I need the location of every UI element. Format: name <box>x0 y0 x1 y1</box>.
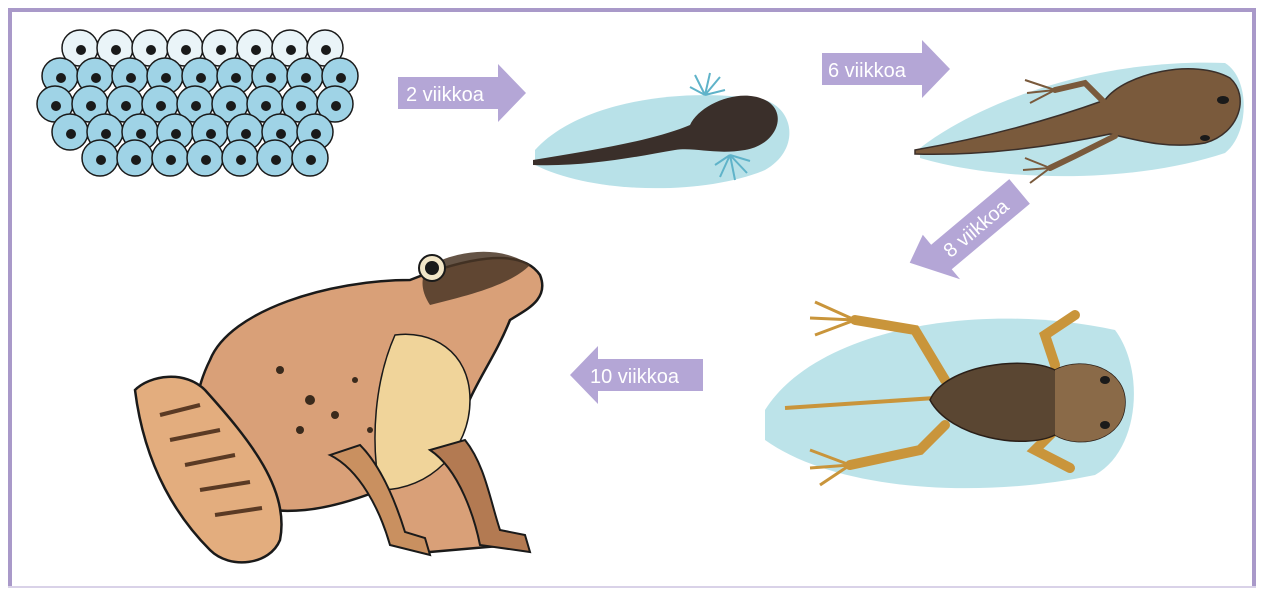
frame-bottom-edge <box>8 586 1256 588</box>
arrow-label: 2 viikkoa <box>406 84 485 106</box>
egg-embryo <box>111 45 121 55</box>
arrow-2-weeks: 2 viikkoa <box>398 64 528 122</box>
egg-embryo <box>201 155 211 165</box>
egg-embryo <box>266 73 276 83</box>
egg-embryo <box>96 155 106 165</box>
egg-embryo <box>231 73 241 83</box>
egg-embryo <box>56 73 66 83</box>
egg-embryo <box>171 129 181 139</box>
egg-embryo <box>196 73 206 83</box>
egg-embryo <box>136 129 146 139</box>
egg-embryo <box>251 45 261 55</box>
egg-embryo <box>161 73 171 83</box>
egg-embryo <box>66 129 76 139</box>
egg-embryo <box>241 129 251 139</box>
egg-embryo <box>276 129 286 139</box>
egg-embryo <box>76 45 86 55</box>
froglet-illustration <box>755 290 1145 500</box>
egg-embryo <box>226 101 236 111</box>
egg-embryo <box>121 101 131 111</box>
arrow-label: 6 viikkoa <box>828 60 907 82</box>
egg-embryo <box>91 73 101 83</box>
adult-frog-illustration <box>130 240 560 575</box>
egg-embryo <box>206 129 216 139</box>
egg-embryo <box>236 155 246 165</box>
egg-embryo <box>261 101 271 111</box>
egg-embryo <box>156 101 166 111</box>
egg-embryo <box>166 155 176 165</box>
egg-embryo <box>336 73 346 83</box>
arrow-10-weeks: 10 viikkoa <box>570 346 705 404</box>
egg-embryo <box>146 45 156 55</box>
egg-embryo <box>301 73 311 83</box>
egg-embryo <box>321 45 331 55</box>
egg-embryo <box>86 101 96 111</box>
egg-embryo <box>126 73 136 83</box>
egg-embryo <box>311 129 321 139</box>
egg-embryo <box>181 45 191 55</box>
egg-embryo <box>216 45 226 55</box>
egg-embryo <box>271 155 281 165</box>
egg-embryo <box>131 155 141 165</box>
egg-embryo <box>51 101 61 111</box>
egg-cluster-icon <box>37 30 358 176</box>
egg-embryo <box>296 101 306 111</box>
tadpole-gills-illustration <box>515 55 805 205</box>
egg-embryo <box>101 129 111 139</box>
frogspawn-illustration <box>40 28 380 188</box>
egg-embryo <box>331 101 341 111</box>
egg-embryo <box>286 45 296 55</box>
tadpole-legs-illustration <box>905 38 1255 188</box>
egg-embryo <box>306 155 316 165</box>
egg-embryo <box>191 101 201 111</box>
arrow-label: 10 viikkoa <box>590 366 680 388</box>
arrow-8-weeks: 8 viikkoa <box>900 175 1035 290</box>
